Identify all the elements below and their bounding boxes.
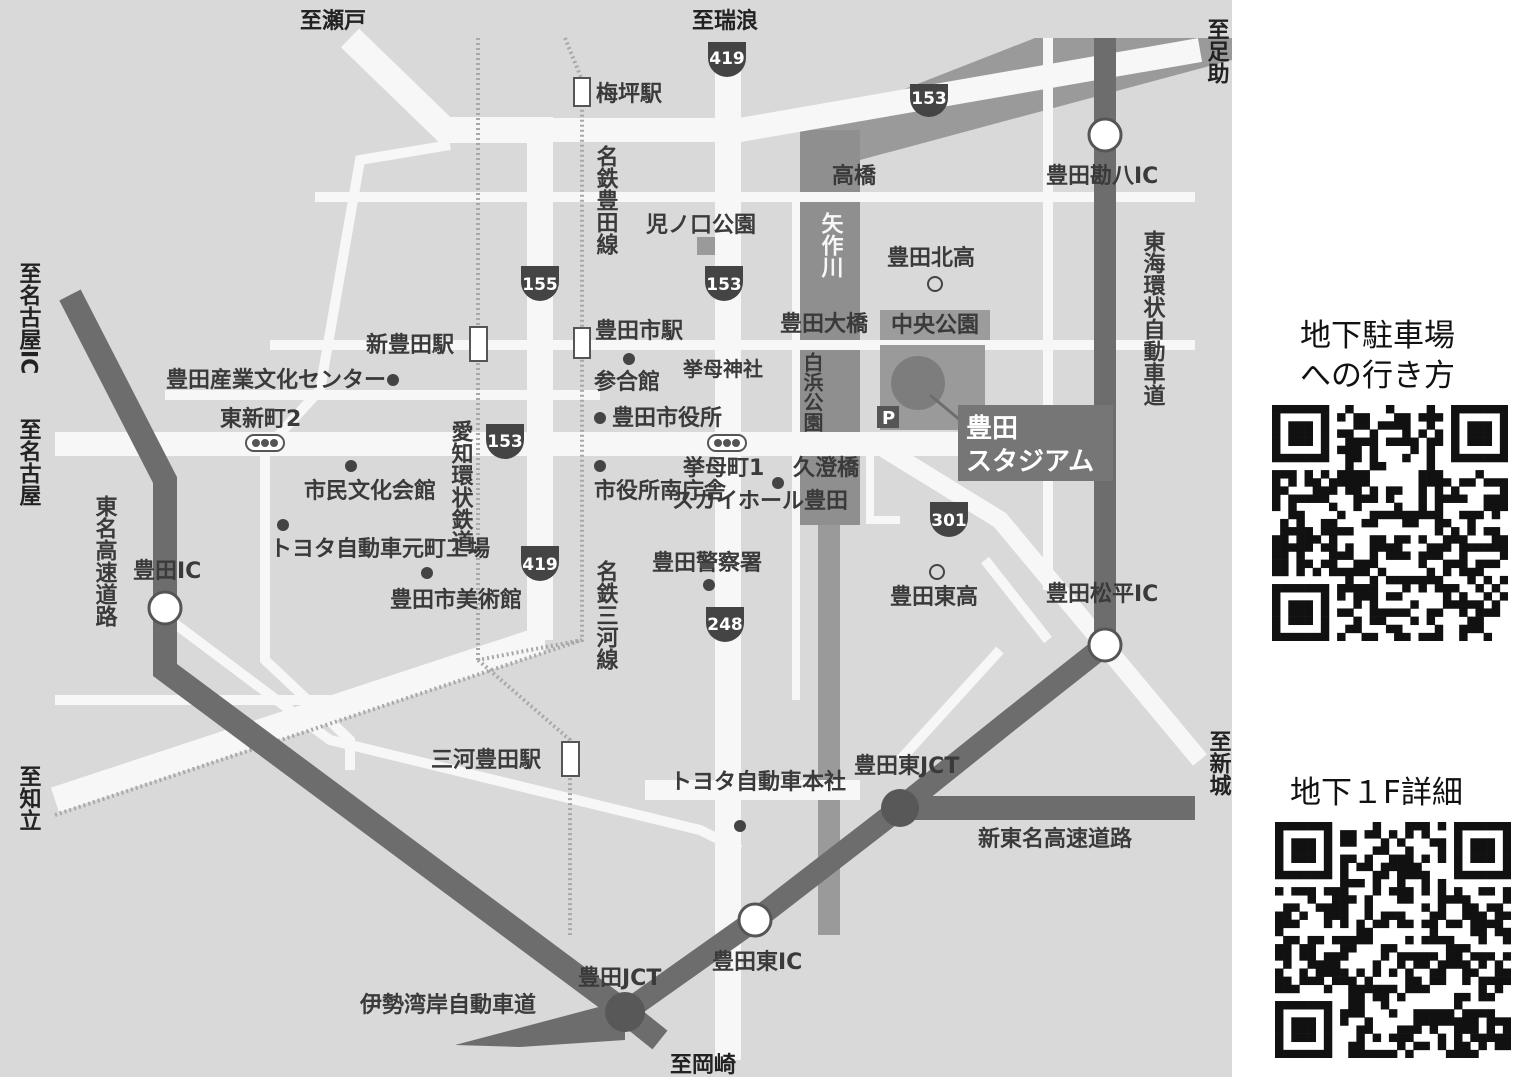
svg-text:248: 248	[707, 615, 743, 635]
stations	[469, 77, 591, 777]
route-shield-icon: 248	[706, 607, 744, 642]
konokuchi-park-icon	[697, 237, 715, 255]
dir-mizunami: 至瑞浪	[692, 8, 758, 34]
higashi-kanjo-label: 東海環状自動車道	[1140, 230, 1166, 406]
svg-text:153: 153	[911, 89, 947, 109]
aichi-kanjo-label: 愛知環状鉄道	[448, 419, 474, 552]
dir-chiryu: 至知立	[16, 765, 42, 831]
svg-text:153: 153	[706, 275, 742, 295]
svg-text:419: 419	[522, 555, 558, 575]
koromocho-label: 挙母町1	[682, 455, 764, 481]
route-shield-icon: 153	[486, 424, 524, 459]
place-labels: 梅坪駅 名鉄豊田線 児ノ口公園 高橋 矢作川 豊田北高 豊田勘八IC 東海環状自…	[92, 81, 1166, 1018]
toyota-ic-icon	[147, 590, 183, 626]
kanpachi-ic-label: 豊田勘八IC	[1046, 163, 1158, 189]
toyota-ohashi-label: 豊田大橋	[780, 311, 869, 337]
koromo-jinja-label: 挙母神社	[682, 357, 763, 381]
toyotashi-station-icon	[573, 327, 591, 359]
isewan-label: 伊勢湾岸自動車道	[359, 992, 536, 1018]
dir-shinshiro: 至新城	[1206, 730, 1232, 797]
higashi-ic-label: 豊田東IC	[712, 949, 802, 975]
mikawa-toyota-station-icon	[561, 741, 580, 777]
dir-asuke: 至足助	[1204, 18, 1230, 85]
yahagi-label: 矢作川	[818, 211, 845, 278]
svg-text:153: 153	[487, 432, 523, 452]
toyota-jct-icon	[605, 992, 645, 1032]
umetsubo-station-icon	[573, 77, 591, 107]
shin-tomei-label: 新東名高速道路	[978, 826, 1133, 852]
toyota-motomachi-label: トヨタ自動車元町工場	[270, 536, 490, 562]
local-roads	[50, 28, 1207, 1060]
svg-text:155: 155	[522, 275, 558, 295]
stadium-label-2: スタジアム	[966, 447, 1094, 477]
konokuchi-label: 児ノ口公園	[645, 213, 756, 238]
shin-toyota-station-icon	[469, 326, 488, 362]
dir-nagoya-ic: 至名古屋IC	[16, 262, 42, 374]
route-shield-icon: 153	[705, 266, 743, 301]
route-shield-icon: 153	[910, 84, 948, 117]
toyota-honsha-label: トヨタ自動車本社	[670, 769, 846, 795]
parking-icon	[877, 406, 899, 428]
keisatsu-label: 豊田警察署	[652, 550, 762, 576]
toyota-ic-label: 豊田IC	[133, 558, 201, 584]
higashi-shinmachi-label: 東新町2	[220, 406, 301, 432]
direction-labels: 至瀬戸 至瑞浪 至岡崎 至足助 至名古屋IC 至名古屋 至知立 至新城	[16, 8, 1232, 1077]
school-icons	[927, 276, 945, 580]
route-shield-icon: 155	[521, 266, 559, 301]
b1-qr-title: 地下１F詳細	[1290, 775, 1463, 811]
umetsubo-label: 梅坪駅	[596, 81, 662, 107]
sangokan-label: 参合館	[594, 369, 660, 395]
matsudaira-ic-label: 豊田松平IC	[1046, 581, 1158, 607]
interchanges	[147, 117, 1123, 938]
takahashi-label: 高橋	[832, 163, 877, 189]
poi-dots	[277, 353, 784, 832]
dir-seto: 至瀬戸	[300, 9, 366, 34]
mikawa-toyota-label: 三河豊田駅	[431, 747, 541, 773]
higashi-jct-label: 豊田東JCT	[854, 753, 959, 779]
parking-label: P	[882, 408, 895, 429]
meitetsu-mikawa-label: 名鉄三河線	[593, 559, 619, 670]
stadium-label-box	[958, 405, 1113, 481]
dir-okazaki: 至岡崎	[670, 1053, 736, 1077]
bijutsukan-label: 豊田市美術館	[390, 587, 522, 613]
shimin-bunka-label: 市民文化会館	[304, 478, 436, 504]
kanpachi-ic-icon	[1087, 117, 1123, 153]
matsudaira-ic-icon	[1087, 627, 1123, 663]
route-shield-icon: 419	[521, 546, 559, 581]
stadium-label-1: 豊田	[966, 414, 1018, 444]
toyota-higashi-jct-icon	[881, 789, 919, 827]
tomei-label: 東名高速道路	[92, 495, 118, 627]
shin-toyota-label: 新豊田駅	[366, 332, 454, 358]
shiyakusho-minami-label: 市役所南庁舎	[594, 478, 727, 504]
route-shields: 419 153 155 153 153 301 419 248	[486, 42, 968, 642]
route-shield-icon: 419	[708, 42, 746, 77]
parking-qr-title: 地下駐車場 への行き方	[1300, 318, 1455, 394]
toyotashi-label: 豊田市駅	[595, 318, 683, 344]
toyota-kita-label: 豊田北高	[887, 245, 975, 271]
shirahama-label: 白浜公園	[800, 351, 824, 433]
b1-qr-code[interactable]	[1275, 822, 1511, 1058]
area-map: 豊田 スタジアム P 419 153 155 153	[0, 0, 1232, 1077]
toyota-higashi-ic-icon	[737, 902, 773, 938]
toyota-higashi-high-label: 豊田東高	[890, 584, 978, 610]
route-shield-icon: 301	[930, 502, 968, 537]
svg-text:301: 301	[931, 511, 967, 531]
kusumi-label: 久澄橋	[793, 455, 860, 481]
svg-text:419: 419	[709, 49, 745, 69]
shiyakusho-label: 豊田市役所	[612, 405, 722, 431]
dir-nagoya: 至名古屋	[16, 418, 42, 507]
chuo-park-strip	[880, 310, 990, 340]
meitetsu-toyota-label: 名鉄豊田線	[593, 144, 619, 255]
parking-qr-code[interactable]	[1272, 405, 1508, 641]
signals	[245, 434, 747, 452]
sky-hall-label: スカイホール豊田	[672, 488, 848, 514]
toyota-jct-label: 豊田JCT	[578, 965, 661, 991]
chuo-koen-label: 中央公園	[891, 312, 979, 338]
sangyo-bunka-label: 豊田産業文化センター	[166, 367, 386, 393]
